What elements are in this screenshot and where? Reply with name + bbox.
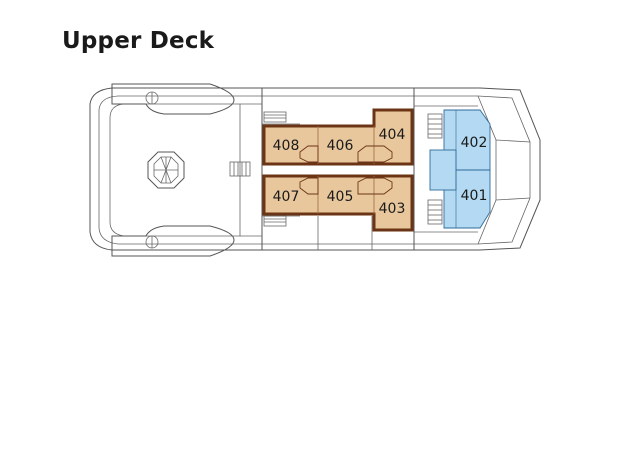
stairs-bow-top — [427, 113, 443, 139]
cabin-404[interactable]: 404 — [379, 127, 406, 143]
cabin-number: 405 — [327, 189, 354, 205]
cabin-number: 404 — [379, 127, 406, 143]
stairs-stern — [229, 161, 251, 177]
cabin-number: 403 — [379, 201, 406, 217]
lifeboat-bottom — [111, 225, 235, 257]
cabin-402[interactable]: 402 — [461, 135, 488, 151]
suite-block — [429, 109, 491, 229]
cabin-406[interactable]: 406 — [327, 138, 354, 154]
stairs-bow-bottom — [427, 199, 443, 225]
deck-title: Upper Deck — [62, 28, 215, 54]
cabin-number: 401 — [461, 188, 488, 204]
lifeboat-top — [111, 83, 235, 115]
cabin-number: 407 — [273, 189, 300, 205]
stairs-bottom — [263, 215, 287, 227]
cabin-number: 402 — [461, 135, 488, 151]
cabin-408[interactable]: 408 — [273, 138, 300, 154]
cabin-407[interactable]: 407 — [273, 189, 300, 205]
cabin-block-top — [262, 108, 414, 166]
cabin-number: 408 — [273, 138, 300, 154]
cabin-401[interactable]: 401 — [461, 188, 488, 204]
cabin-block-bottom — [262, 174, 414, 232]
hot-tub-icon — [147, 151, 185, 189]
cabin-403[interactable]: 403 — [379, 201, 406, 217]
cabin-405[interactable]: 405 — [327, 189, 354, 205]
cabin-number: 406 — [327, 138, 354, 154]
stairs-top — [263, 111, 287, 123]
